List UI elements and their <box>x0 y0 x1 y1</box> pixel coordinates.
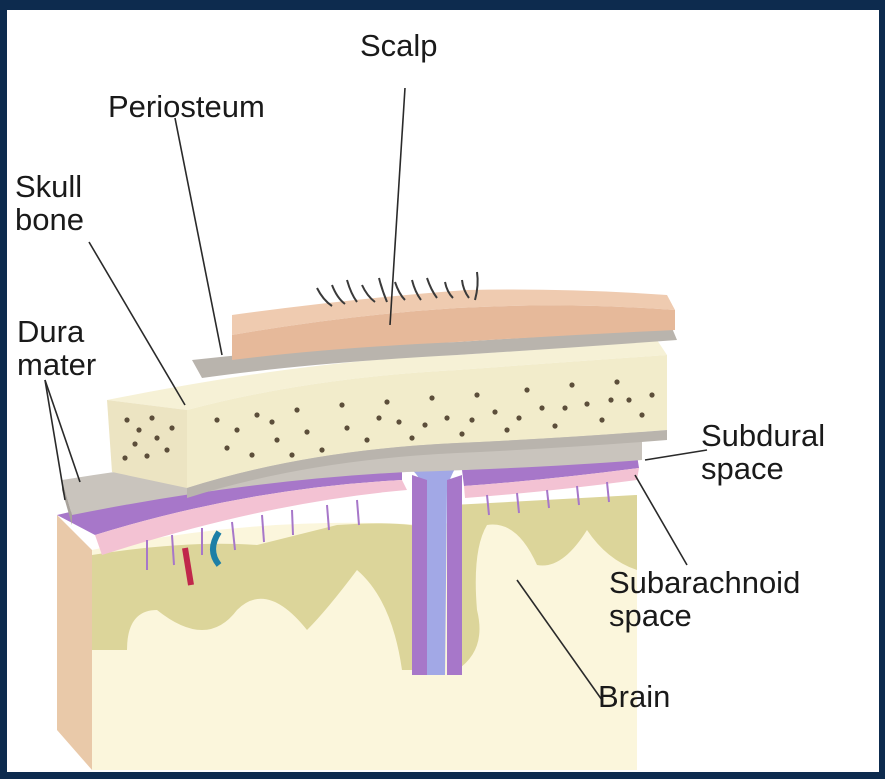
label-subdural-line2: space <box>701 452 825 485</box>
label-subarachnoid-line2: space <box>609 599 800 632</box>
label-skull-bone: Skull bone <box>15 170 84 236</box>
leader-skull-bone <box>89 242 185 405</box>
label-skull-bone-line1: Skull <box>15 170 84 203</box>
label-subdural-line1: Subdural <box>701 419 825 452</box>
label-dura-mater: Dura mater <box>17 315 96 381</box>
meninges-cross-section <box>7 10 879 772</box>
label-dura-mater-line1: Dura <box>17 315 96 348</box>
leader-periosteum <box>175 118 222 355</box>
label-brain: Brain <box>598 680 670 713</box>
diagram-frame: Scalp Periosteum Skull bone Dura mater S… <box>7 10 879 772</box>
label-periosteum: Periosteum <box>108 90 265 123</box>
label-subarachnoid-space: Subarachnoid space <box>609 566 800 632</box>
label-skull-bone-line2: bone <box>15 203 84 236</box>
label-dura-mater-line2: mater <box>17 348 96 381</box>
leader-subarachnoid <box>635 475 687 565</box>
leader-subdural <box>645 450 707 460</box>
leader-dura-mater-b <box>45 380 65 500</box>
label-scalp: Scalp <box>360 29 438 62</box>
leader-dura-mater-a <box>45 380 80 482</box>
label-subdural-space: Subdural space <box>701 419 825 485</box>
label-subarachnoid-line1: Subarachnoid <box>609 566 800 599</box>
